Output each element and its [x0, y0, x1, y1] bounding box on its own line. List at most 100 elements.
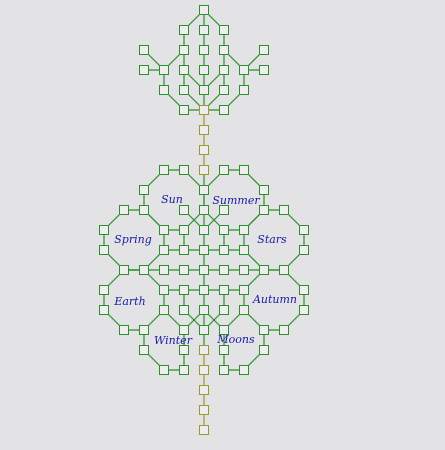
board-square[interactable]	[179, 305, 189, 315]
board-square[interactable]	[199, 405, 209, 415]
board-square[interactable]	[219, 225, 229, 235]
board-square[interactable]	[239, 65, 249, 75]
board-square[interactable]	[179, 25, 189, 35]
board-square[interactable]	[179, 165, 189, 175]
board-square[interactable]	[299, 225, 309, 235]
board-square[interactable]	[259, 325, 269, 335]
board-square[interactable]	[199, 425, 209, 435]
board-square[interactable]	[199, 265, 209, 275]
board-square[interactable]	[199, 65, 209, 75]
board-square[interactable]	[239, 305, 249, 315]
board-square[interactable]	[219, 85, 229, 95]
board-square[interactable]	[199, 225, 209, 235]
board-square[interactable]	[199, 345, 209, 355]
board-square[interactable]	[159, 225, 169, 235]
board-square[interactable]	[259, 265, 269, 275]
board-square[interactable]	[219, 305, 229, 315]
board-square[interactable]	[99, 245, 109, 255]
board-square[interactable]	[139, 345, 149, 355]
board-square[interactable]	[219, 325, 229, 335]
board-square[interactable]	[259, 185, 269, 195]
board-square[interactable]	[299, 245, 309, 255]
board-square[interactable]	[279, 325, 289, 335]
board-square[interactable]	[139, 45, 149, 55]
board-square[interactable]	[99, 225, 109, 235]
board-square[interactable]	[219, 265, 229, 275]
board-square[interactable]	[119, 325, 129, 335]
board-square[interactable]	[199, 205, 209, 215]
board-square[interactable]	[139, 65, 149, 75]
board-square[interactable]	[199, 185, 209, 195]
board-square[interactable]	[199, 325, 209, 335]
board-square[interactable]	[139, 205, 149, 215]
board-square[interactable]	[179, 45, 189, 55]
board-square[interactable]	[179, 365, 189, 375]
board-square[interactable]	[259, 345, 269, 355]
board-square[interactable]	[179, 85, 189, 95]
board-square[interactable]	[179, 325, 189, 335]
board-square[interactable]	[219, 285, 229, 295]
board-square[interactable]	[199, 365, 209, 375]
board-square[interactable]	[219, 105, 229, 115]
board-square[interactable]	[199, 105, 209, 115]
board-square[interactable]	[219, 245, 229, 255]
board-square[interactable]	[199, 145, 209, 155]
board-square[interactable]	[259, 65, 269, 75]
region-label-summer: Summer	[212, 194, 260, 207]
board-square[interactable]	[179, 225, 189, 235]
board-square[interactable]	[179, 105, 189, 115]
board-square[interactable]	[179, 245, 189, 255]
board-square[interactable]	[219, 165, 229, 175]
board-square[interactable]	[159, 265, 169, 275]
board-square[interactable]	[159, 65, 169, 75]
board-square[interactable]	[99, 305, 109, 315]
board-square[interactable]	[259, 205, 269, 215]
board-square[interactable]	[259, 45, 269, 55]
board-square[interactable]	[239, 165, 249, 175]
board-square[interactable]	[199, 5, 209, 15]
board-square[interactable]	[199, 85, 209, 95]
board-square[interactable]	[119, 205, 129, 215]
board-square[interactable]	[179, 345, 189, 355]
board-square[interactable]	[139, 185, 149, 195]
board-square[interactable]	[199, 45, 209, 55]
board-square[interactable]	[179, 285, 189, 295]
board-square[interactable]	[139, 325, 149, 335]
board-square[interactable]	[219, 25, 229, 35]
board-square[interactable]	[199, 245, 209, 255]
board-square[interactable]	[219, 205, 229, 215]
board-square[interactable]	[219, 45, 229, 55]
board-square[interactable]	[299, 285, 309, 295]
region-label-sun: Sun	[161, 193, 183, 206]
board-square[interactable]	[239, 85, 249, 95]
board-square[interactable]	[179, 205, 189, 215]
board-square[interactable]	[239, 365, 249, 375]
board-square[interactable]	[239, 285, 249, 295]
board-square[interactable]	[159, 85, 169, 95]
board-square[interactable]	[199, 25, 209, 35]
board-square[interactable]	[199, 285, 209, 295]
board-square[interactable]	[139, 265, 149, 275]
board-square[interactable]	[239, 245, 249, 255]
board-square[interactable]	[159, 285, 169, 295]
board-square[interactable]	[219, 65, 229, 75]
board-square[interactable]	[179, 265, 189, 275]
board-square[interactable]	[219, 345, 229, 355]
board-square[interactable]	[219, 365, 229, 375]
board-square[interactable]	[279, 205, 289, 215]
board-square[interactable]	[159, 365, 169, 375]
board-square[interactable]	[99, 285, 109, 295]
board-square[interactable]	[159, 245, 169, 255]
board-square[interactable]	[299, 305, 309, 315]
board-square[interactable]	[239, 225, 249, 235]
board-square[interactable]	[159, 165, 169, 175]
board-square[interactable]	[199, 125, 209, 135]
board-square[interactable]	[199, 165, 209, 175]
board-square[interactable]	[279, 265, 289, 275]
board-square[interactable]	[199, 305, 209, 315]
board-square[interactable]	[179, 65, 189, 75]
board-square[interactable]	[159, 305, 169, 315]
board-square[interactable]	[199, 385, 209, 395]
board-square[interactable]	[239, 265, 249, 275]
board-square[interactable]	[119, 265, 129, 275]
